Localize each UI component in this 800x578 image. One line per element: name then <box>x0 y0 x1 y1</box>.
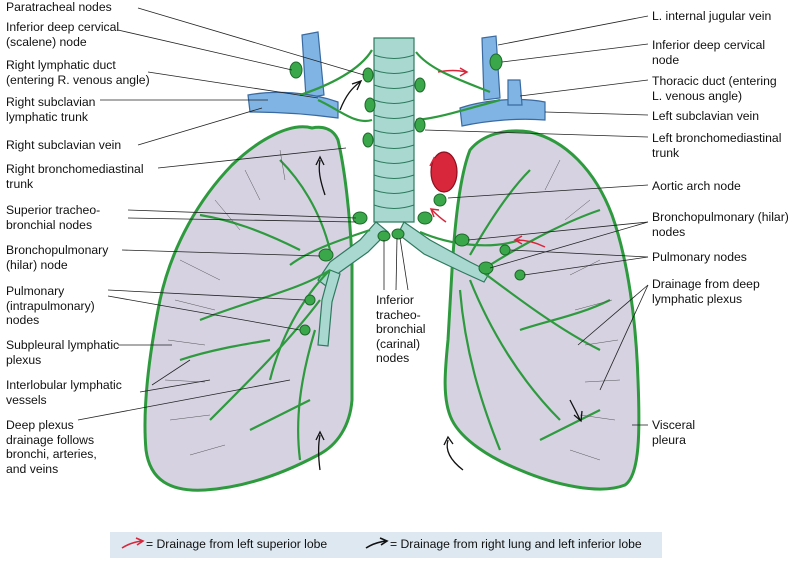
label-pulmonary-nodes: Pulmonary nodes <box>652 250 747 264</box>
legend: = Drainage from left superior lobe = Dra… <box>110 532 662 558</box>
leader-lines-right <box>424 15 649 426</box>
trachea <box>317 37 491 347</box>
lymphatic-vessels <box>179 49 611 461</box>
label-aortic-arch-node: Aortic arch node <box>652 179 741 193</box>
legend-left-superior-lobe: = Drainage from left superior lobe <box>146 537 328 551</box>
superior-tracheobronchial-node <box>417 211 433 225</box>
inferior-deep-cervical-node <box>489 53 503 71</box>
tracheal-rings <box>373 54 415 209</box>
black-arrow-icon <box>365 537 389 549</box>
label-bronchopulmonary-hilar-nodes: Bronchopulmonary (hilar) nodes <box>652 210 789 239</box>
paratracheal-node <box>362 67 374 83</box>
label-right-subclavian-lymphatic-trunk: Right subclavian lymphatic trunk <box>6 95 96 124</box>
label-superior-tracheobronchial-nodes: Superior tracheo- bronchial nodes <box>6 203 101 232</box>
label-right-subclavian-vein: Right subclavian vein <box>6 138 122 152</box>
paratracheal-node <box>362 132 374 148</box>
aortic-arch <box>430 151 458 193</box>
left-brachiocephalic-branch <box>507 79 523 106</box>
drainage-arrows-black <box>315 79 583 471</box>
label-l-internal-jugular-vein: L. internal jugular vein <box>652 9 772 23</box>
carinal-node <box>391 228 405 240</box>
carinal-node <box>377 230 391 242</box>
label-thoracic-duct: Thoracic duct (entering L. venous angle) <box>652 74 777 103</box>
drainage-arrows-red <box>429 67 546 248</box>
right-hilar-node <box>318 248 334 262</box>
paratracheal-node <box>414 117 426 133</box>
label-inferior-deep-cervical-node: Inferior deep cervical node <box>652 38 766 67</box>
trachea-tube <box>373 37 415 223</box>
legend-right-lung-left-inferior-lobe: = Drainage from right lung and left infe… <box>390 537 642 551</box>
right-subclavian-vein <box>247 91 339 119</box>
leader-lines-center <box>383 237 409 291</box>
left-hilar-node <box>478 261 494 275</box>
paratracheal-node <box>364 97 376 113</box>
label-deep-plexus-drainage: Deep plexus drainage follows bronchi, ar… <box>6 418 97 476</box>
pulmonary-node <box>499 244 511 256</box>
inferior-deep-cervical-node <box>289 61 303 79</box>
red-arrow-icon <box>121 537 145 549</box>
left-main-bronchus <box>397 221 491 283</box>
label-inferior-tracheobronchial-carinal-nodes: Inferior tracheo- bronchial (carinal) no… <box>376 293 426 365</box>
label-right-lymphatic-duct: Right lymphatic duct (entering R. venous… <box>6 58 150 87</box>
aortic-arch-node <box>433 193 447 207</box>
label-right-bronchomediastinal-trunk: Right bronchomediastinal trunk <box>6 162 144 191</box>
label-interlobular-lymphatic-vessels: Interlobular lymphatic vessels <box>6 378 122 407</box>
label-bronchopulmonary-hilar-node: Bronchopulmonary (hilar) node <box>6 243 109 272</box>
left-lung <box>443 129 641 491</box>
lymph-nodes <box>289 53 526 336</box>
leader-lines-left <box>77 7 365 421</box>
label-inferior-deep-cervical-scalene-node: Inferior deep cervical (scalene) node <box>6 20 120 49</box>
left-internal-jugular-vein <box>481 35 501 101</box>
right-internal-jugular-vein <box>301 31 325 99</box>
pulmonary-node <box>299 324 311 336</box>
label-paratracheal-nodes: Paratracheal nodes <box>6 0 112 14</box>
pulmonary-node <box>514 269 526 281</box>
left-hilar-node <box>454 233 470 247</box>
left-subclavian-vein <box>459 98 546 127</box>
label-subpleural-lymphatic-plexus: Subpleural lymphatic plexus <box>6 338 120 367</box>
label-pulmonary-intrapulmonary-nodes: Pulmonary (intrapulmonary) nodes <box>6 284 95 327</box>
label-left-subclavian-vein: Left subclavian vein <box>652 109 760 123</box>
paratracheal-node <box>414 77 426 93</box>
label-left-bronchomediastinal-trunk: Left bronchomediastinal trunk <box>652 131 782 160</box>
label-visceral-pleura: Visceral pleura <box>652 418 696 447</box>
pulmonary-node <box>304 294 316 306</box>
label-drainage-from-deep-lymphatic-plexus: Drainage from deep lymphatic plexus <box>652 277 760 306</box>
right-lower-bronchus <box>317 269 341 347</box>
